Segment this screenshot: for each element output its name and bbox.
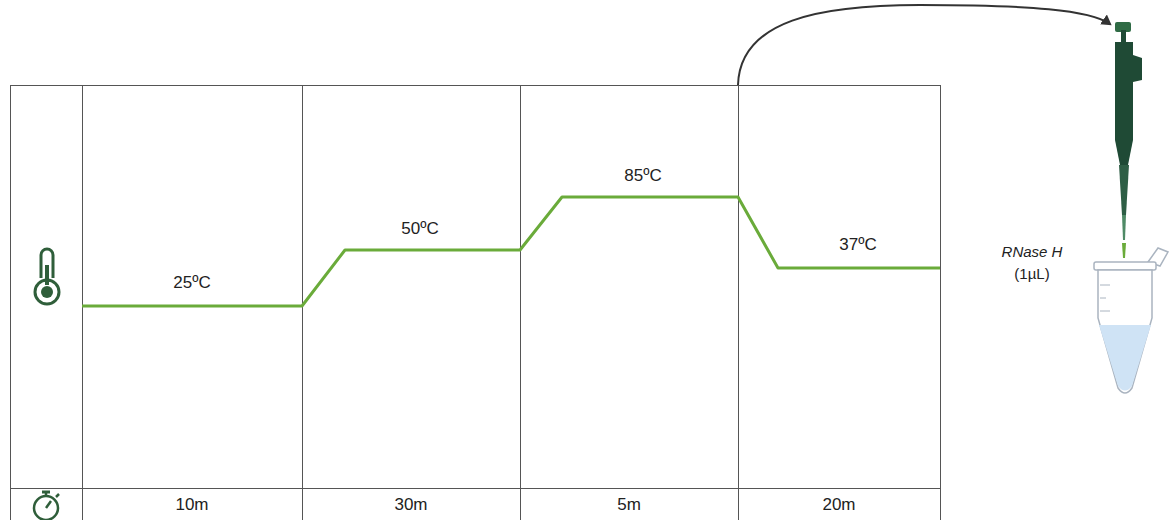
temperature-label: 37ºC <box>839 235 876 255</box>
transfer-arrow <box>738 5 1110 85</box>
reagent-name: RNase H <box>1002 243 1063 260</box>
duration-label: 30m <box>394 495 427 515</box>
temperature-label: 50ºC <box>401 219 438 239</box>
duration-label: 10m <box>175 495 208 515</box>
temperature-label: 85ºC <box>624 166 661 186</box>
temperature-profile <box>82 197 940 306</box>
stopwatch-icon <box>34 492 59 520</box>
reagent-volume: (1µL) <box>1014 265 1049 282</box>
duration-label: 5m <box>617 495 641 515</box>
thermometer-icon <box>35 249 59 304</box>
table-grid <box>10 85 941 520</box>
tube-illustration <box>1094 248 1168 393</box>
pipette-illustration <box>1115 22 1142 258</box>
duration-label: 20m <box>822 495 855 515</box>
temperature-label: 25ºC <box>173 273 210 293</box>
